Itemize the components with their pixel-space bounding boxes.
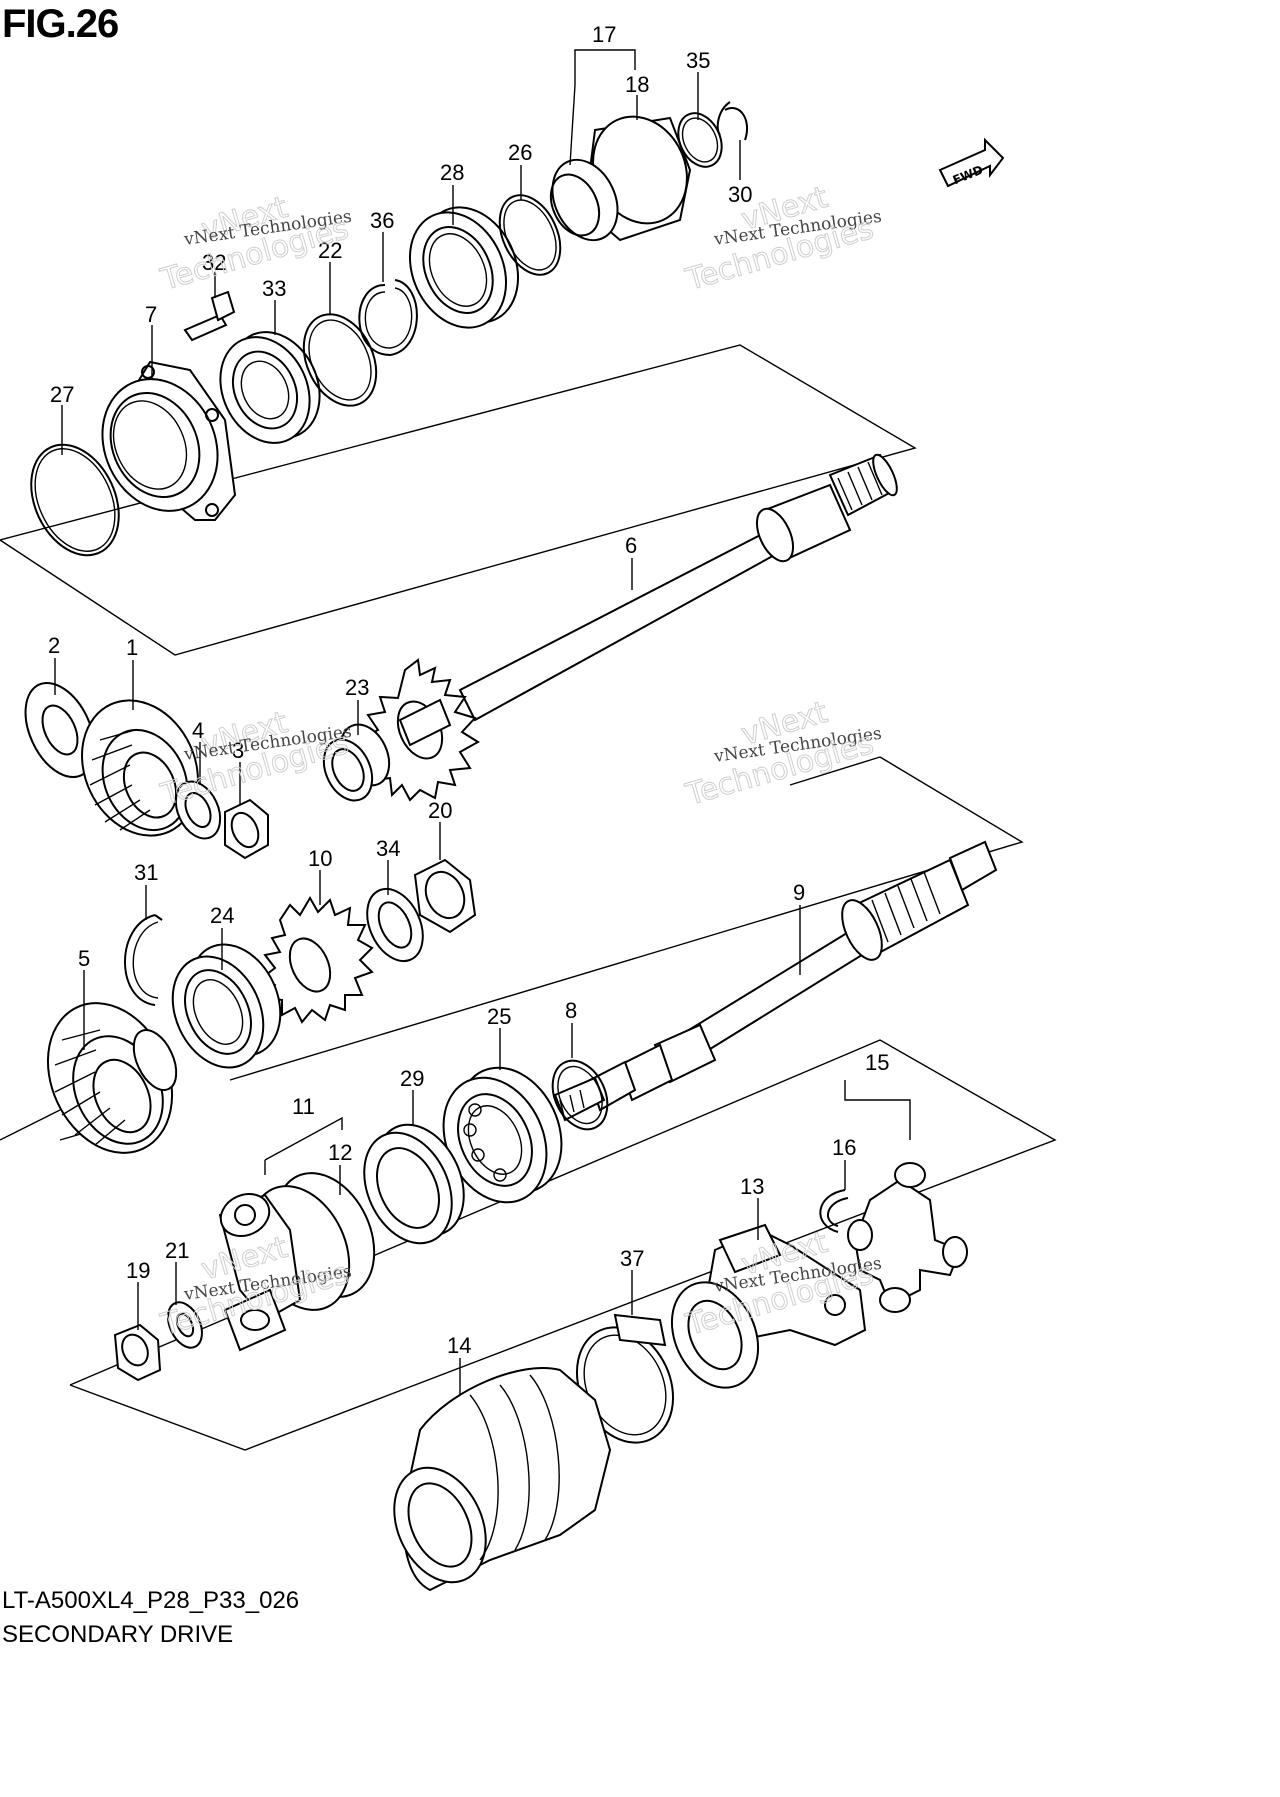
callout-15: 15 [865, 1050, 889, 1075]
watermark-top-right: vNext vNext Technologies Technologies [681, 179, 883, 298]
part-31-circlip [124, 914, 163, 1006]
callout-labels: 27 7 32 33 22 36 28 26 17 18 35 30 6 2 1… [48, 22, 889, 1358]
part-28-oil-seal [408, 206, 520, 329]
callout-9: 9 [793, 880, 805, 905]
callout-2: 2 [48, 633, 60, 658]
callout-28: 28 [440, 160, 464, 185]
part-20-nut [413, 858, 477, 934]
callout-26: 26 [508, 140, 532, 165]
part-21-washer [167, 1301, 203, 1349]
callout-20: 20 [428, 798, 452, 823]
part-19-nut [113, 1323, 162, 1382]
callout-24: 24 [210, 903, 234, 928]
callout-33: 33 [262, 276, 286, 301]
part-1-bevel-gear [81, 699, 199, 837]
part-3-nut [224, 798, 269, 860]
part-12-coupling-yoke [218, 1172, 376, 1352]
part-23-needle-bearing [322, 723, 391, 802]
frame-middle-shaft [0, 1109, 61, 1141]
part-32-bolt [183, 290, 236, 342]
leader-lines [54, 49, 911, 1395]
callout-4: 4 [192, 718, 204, 743]
part-34-washer [366, 887, 424, 963]
part-16-circlip [819, 1189, 849, 1233]
callout-7: 7 [145, 302, 157, 327]
model-code: LT-A500XL4_P28_P33_026 [2, 1587, 300, 1614]
part-9-drive-shaft [553, 840, 998, 1122]
part-15-universal-joint [847, 1162, 968, 1313]
frame-lower-assembly [69, 1039, 1057, 1451]
watermark-mid-right: vNext vNext Technologies Technologies [681, 694, 883, 813]
part-13-yoke [670, 1223, 867, 1389]
callout-11: 11 [292, 1094, 315, 1119]
callout-8: 8 [565, 998, 577, 1023]
part-10-bevel-pinion [260, 896, 374, 1024]
callout-34: 34 [376, 836, 400, 861]
callout-30: 30 [728, 182, 752, 207]
figure-name: SECONDARY DRIVE [2, 1621, 234, 1648]
part-4-washer [174, 780, 222, 840]
part-29-oil-seal [363, 1123, 465, 1245]
part-8-o-ring [551, 1059, 609, 1131]
callout-37: 37 [620, 1246, 644, 1271]
callout-6: 6 [625, 533, 637, 558]
callout-19: 19 [126, 1258, 150, 1283]
callout-27: 27 [50, 382, 74, 407]
part-14-boot [393, 1367, 612, 1592]
callout-14: 14 [447, 1333, 471, 1358]
callout-36: 36 [370, 208, 394, 233]
callout-21: 21 [165, 1238, 189, 1263]
callout-32: 32 [202, 250, 226, 275]
figure-title: FIG.26 [2, 2, 119, 46]
part-36-circlip [358, 279, 418, 357]
fwd-arrow-icon: FWD [938, 137, 1005, 187]
callout-22: 22 [318, 238, 342, 263]
callout-3: 3 [232, 738, 244, 763]
frame-middle-shaft-d [789, 756, 881, 786]
frame-upper-shaft [0, 344, 917, 656]
part-6-drive-shaft [458, 453, 898, 722]
part-7-bearing-housing [101, 360, 237, 521]
watermark-mid-left: vNext vNext Technologies Technologies [156, 704, 353, 813]
callout-25: 25 [487, 1004, 511, 1029]
callout-18: 18 [625, 72, 649, 97]
frame-middle-shaft-b [229, 756, 1024, 1081]
part-2-washer [24, 681, 96, 779]
callout-13: 13 [740, 1174, 764, 1199]
callout-35: 35 [686, 48, 710, 73]
part-5-bevel-gear [46, 1002, 178, 1154]
watermark-top-left: vNext vNext Technologies Technologies [156, 189, 353, 298]
callout-16: 16 [832, 1135, 856, 1160]
part-18-sleeve [549, 115, 692, 242]
callout-23: 23 [345, 675, 369, 700]
part-25-ball-bearing [442, 1066, 563, 1204]
callout-17: 17 [592, 22, 616, 47]
callout-1: 1 [126, 635, 138, 660]
callout-29: 29 [400, 1066, 424, 1091]
part-26-o-ring [498, 194, 562, 276]
part-24-roller-bearing [171, 943, 282, 1069]
part-27-o-ring [30, 443, 120, 557]
part-30-circlip [716, 101, 748, 141]
callout-10: 10 [308, 846, 332, 871]
callout-5: 5 [78, 946, 90, 971]
callout-31: 31 [134, 860, 158, 885]
callout-12: 12 [328, 1140, 352, 1165]
